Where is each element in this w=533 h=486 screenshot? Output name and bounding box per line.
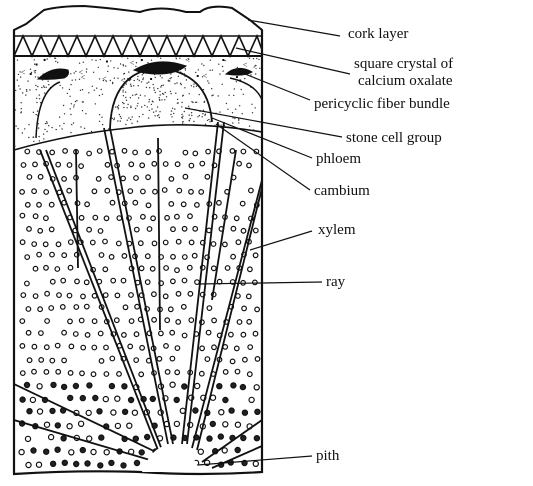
svg-text:<: < — [243, 60, 248, 69]
svg-text:<: < — [130, 58, 135, 67]
pith — [142, 444, 200, 472]
svg-text:▪: ▪ — [140, 55, 143, 64]
label-ray: ray — [326, 274, 345, 290]
pericyclic-fiber-bundles — [38, 62, 252, 80]
svg-text:▪: ▪ — [150, 75, 153, 84]
svg-text:▪: ▪ — [106, 57, 109, 66]
svg-text:<: < — [81, 73, 86, 82]
ray-lines — [14, 122, 262, 468]
label-phloem: phloem — [316, 151, 361, 167]
svg-text:<: < — [253, 63, 258, 72]
cork-layer — [14, 6, 262, 56]
svg-text:▪: ▪ — [196, 71, 199, 80]
svg-text:▪: ▪ — [29, 70, 32, 79]
svg-text:▪: ▪ — [43, 55, 46, 64]
label-pericyclic-fiber-bundle: pericyclic fiber bundle — [314, 96, 450, 112]
label-pith: pith — [316, 448, 339, 464]
svg-text:▪: ▪ — [222, 56, 225, 65]
svg-text:▪: ▪ — [35, 60, 38, 69]
svg-text:<: < — [203, 72, 208, 81]
label-square-crystal-line2: calcium oxalate — [358, 73, 453, 89]
label-xylem: xylem — [318, 222, 356, 238]
label-stone-cell-group: stone cell group — [346, 130, 442, 146]
label-cambium: cambium — [314, 183, 370, 199]
label-square-crystal-line1: square crystal of — [354, 56, 453, 72]
svg-text:<: < — [185, 56, 190, 65]
svg-text:<: < — [102, 74, 107, 83]
xylem-region — [14, 122, 262, 472]
svg-text:<: < — [21, 68, 26, 77]
label-cork-layer: cork layer — [348, 26, 408, 42]
